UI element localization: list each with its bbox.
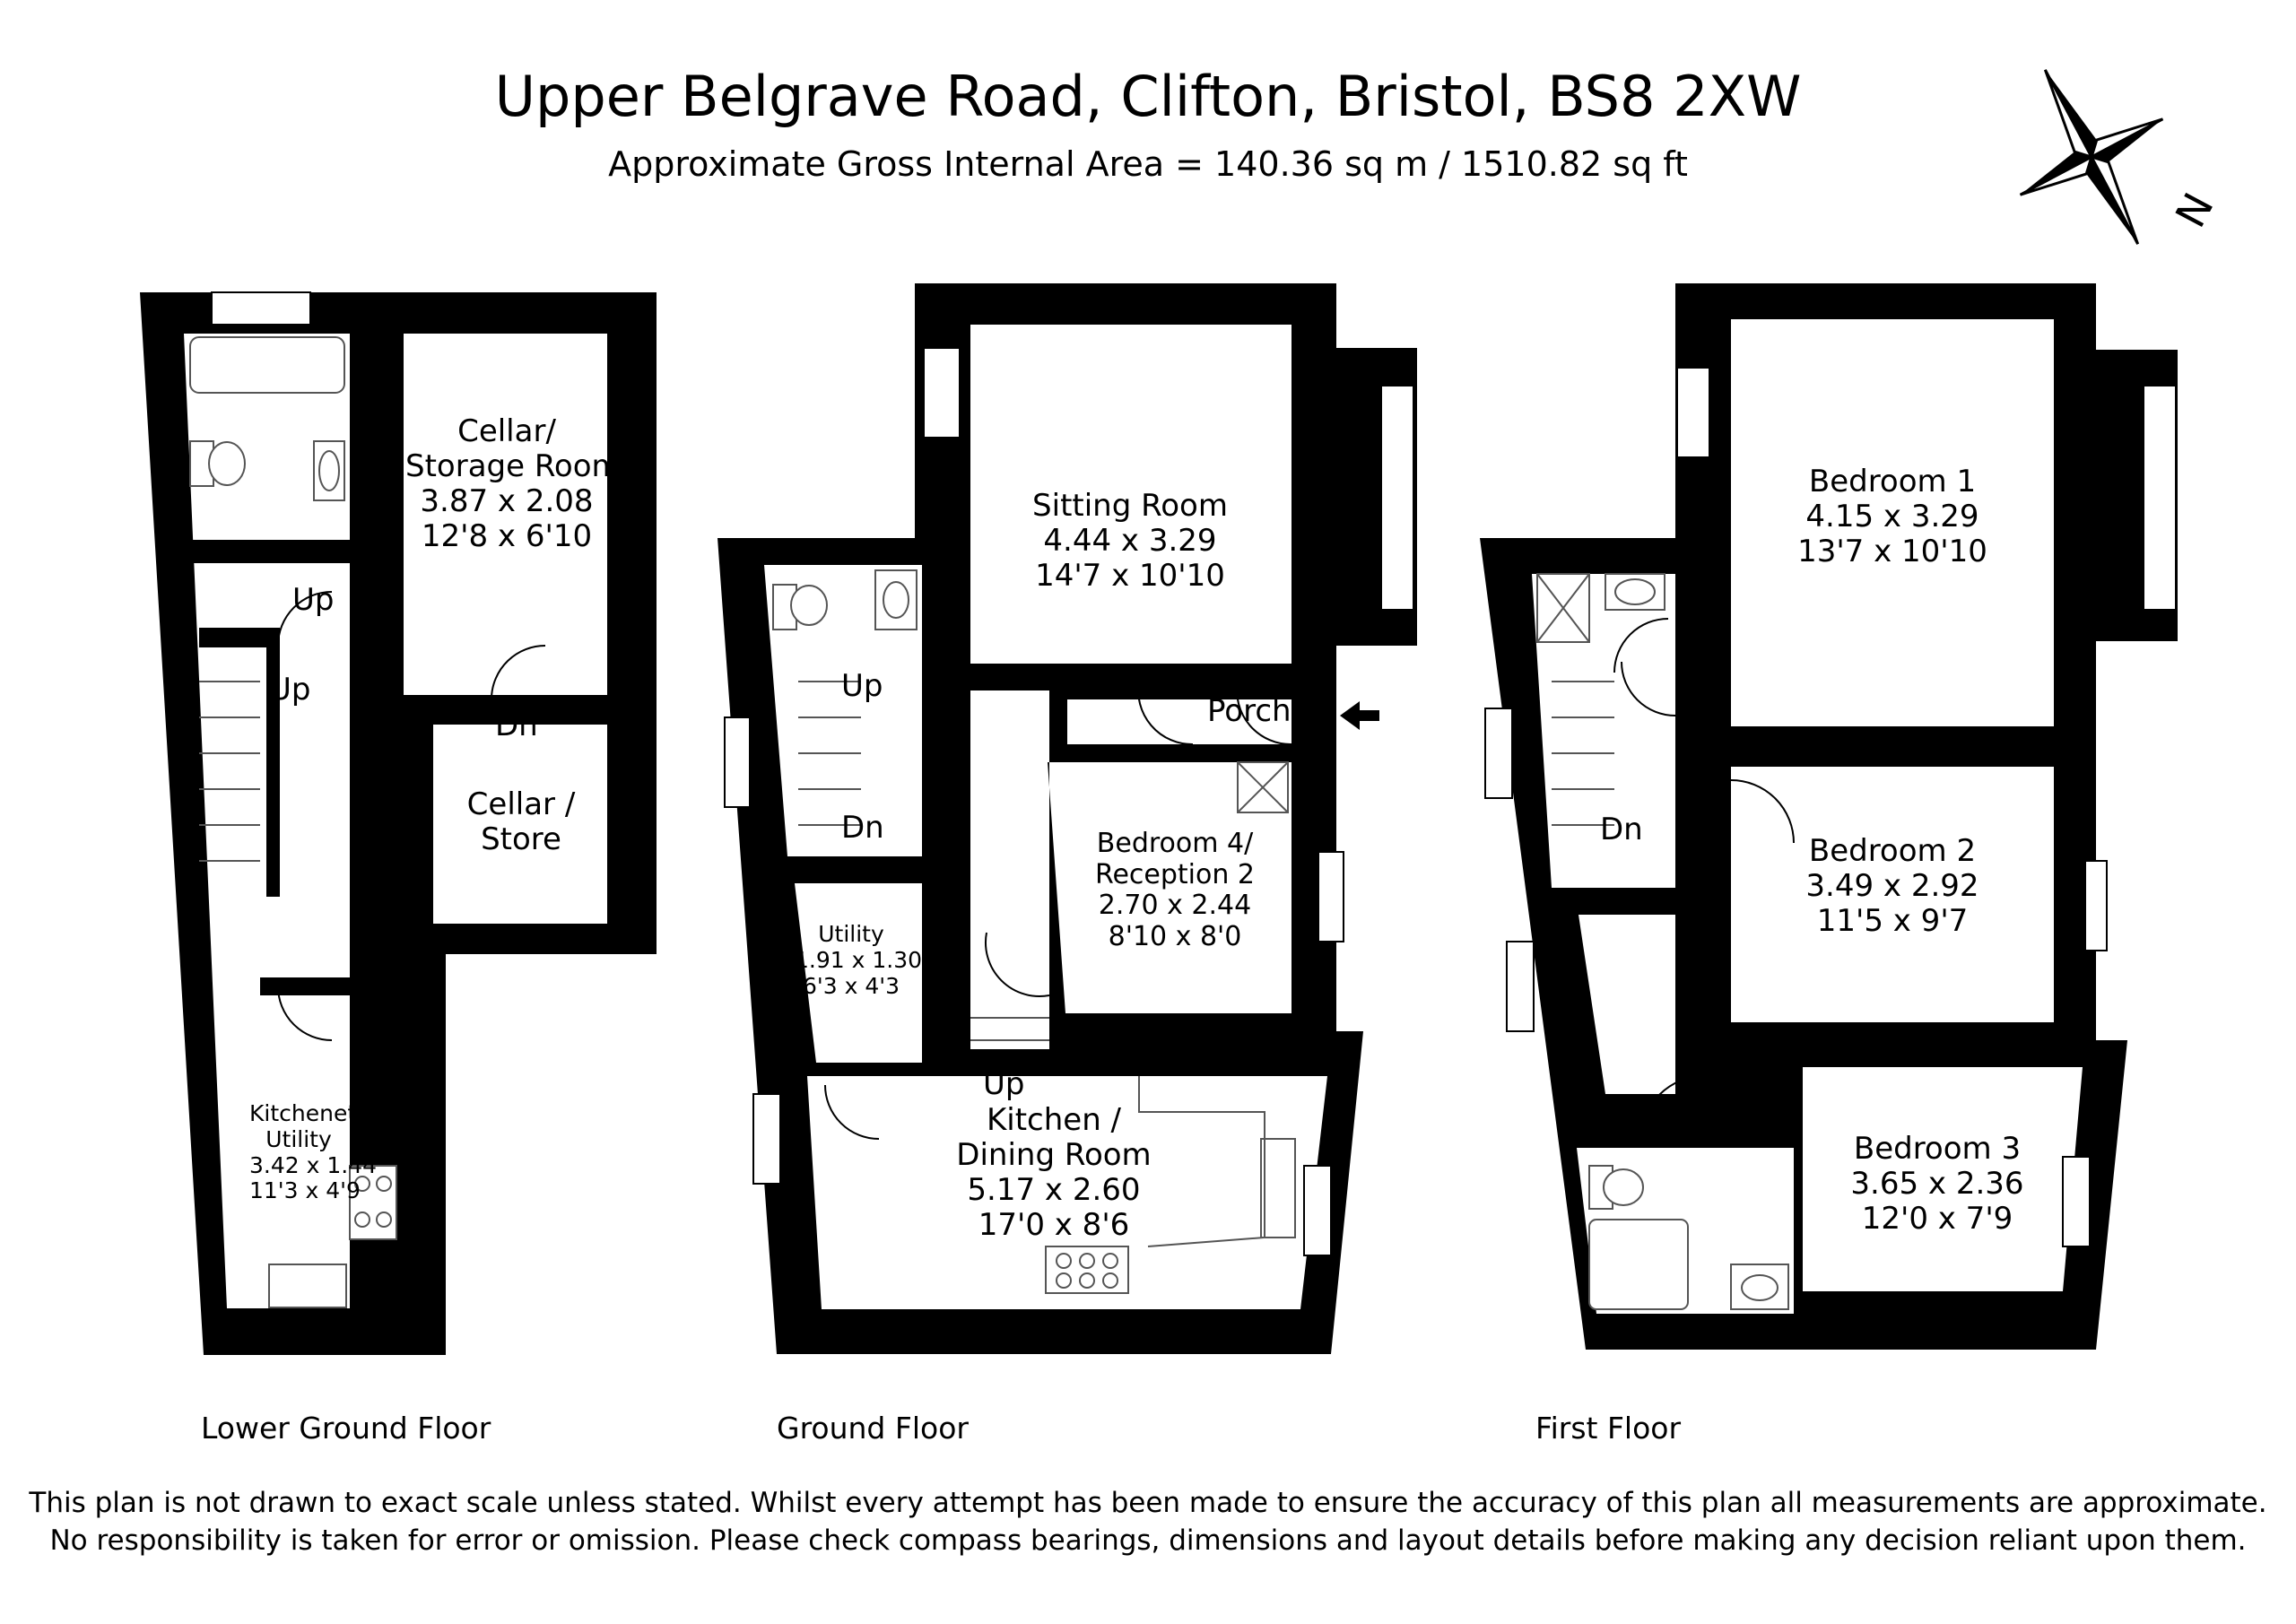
stair-up-label: Up xyxy=(269,672,311,708)
sink-fixture xyxy=(268,1264,347,1308)
disclaimer: This plan is not drawn to exact scale un… xyxy=(29,1487,2267,1557)
room-utility: Utility 1.91 x 1.30 6'3 x 4'3 xyxy=(795,921,923,999)
stair-up-label: Up xyxy=(841,668,883,704)
lg-wall-bath xyxy=(184,540,350,563)
ground-staircase xyxy=(798,681,1049,1041)
bath-fixture xyxy=(1588,1219,1689,1310)
window xyxy=(2084,860,2108,951)
stair-up-label: Up xyxy=(983,1066,1025,1102)
entrance-arrow xyxy=(1340,701,1379,730)
room-kitchen-dining: Kitchen / Dining Room 5.17 x 2.60 17'0 x… xyxy=(956,1102,1152,1244)
window xyxy=(1380,385,1414,611)
door xyxy=(1640,1075,1705,1140)
first-staircase xyxy=(1552,681,1614,826)
window xyxy=(2143,385,2177,611)
lg-wall-stair xyxy=(199,628,280,647)
floor-label-lower-ground: Lower Ground Floor xyxy=(201,1411,491,1446)
page-title: Upper Belgrave Road, Clifton, Bristol, B… xyxy=(494,64,1802,129)
lg-wall-kit xyxy=(260,977,350,995)
window xyxy=(1318,851,1344,942)
door xyxy=(1137,681,1194,746)
door xyxy=(1613,618,1669,673)
room-bedroom-1: Bedroom 1 4.15 x 3.29 13'7 x 10'10 xyxy=(1797,464,1987,570)
room-sitting: Sitting Room 4.44 x 3.29 14'7 x 10'10 xyxy=(1032,488,1228,595)
window xyxy=(211,291,311,326)
compass-icon xyxy=(2019,69,2164,245)
door xyxy=(277,591,333,647)
door xyxy=(1730,779,1795,844)
bath-fixture xyxy=(189,336,345,394)
door xyxy=(824,1084,880,1140)
floor-label-first: First Floor xyxy=(1535,1411,1682,1446)
sink-fixture xyxy=(1260,1138,1296,1238)
door xyxy=(1730,1084,1795,1149)
window xyxy=(1506,941,1535,1032)
stair-up-label: Up xyxy=(292,582,335,618)
room-cellar-storage: Cellar/ Storage Room 3.87 x 2.08 12'8 x … xyxy=(405,413,622,555)
room-porch: Porch xyxy=(1207,693,1292,729)
window xyxy=(1676,367,1710,458)
lg-staircase xyxy=(199,681,260,862)
room-bedroom-4: Bedroom 4/ Reception 2 2.70 x 2.44 8'10 … xyxy=(1094,828,1256,952)
window xyxy=(752,1093,781,1185)
window xyxy=(2062,1156,2091,1247)
door xyxy=(491,645,546,699)
window xyxy=(923,347,961,439)
floor-label-ground: Ground Floor xyxy=(777,1411,969,1446)
window xyxy=(724,716,751,808)
window xyxy=(1303,1165,1332,1256)
stair-dn-label: Dn xyxy=(495,708,538,743)
door xyxy=(277,986,333,1041)
door xyxy=(1236,681,1292,746)
stair-dn-label: Dn xyxy=(841,810,884,846)
lg-wall-stair2 xyxy=(266,628,280,897)
door xyxy=(984,932,1050,998)
area-subtitle: Approximate Gross Internal Area = 140.36… xyxy=(608,144,1688,184)
basin-fixture xyxy=(1730,1264,1789,1310)
wc-bowl xyxy=(208,441,246,486)
lower-ground-walls xyxy=(140,292,657,1355)
window xyxy=(1484,708,1513,799)
room-bedroom-2: Bedroom 2 3.49 x 2.92 11'5 x 9'7 xyxy=(1805,833,1979,940)
worktop xyxy=(1138,1076,1265,1247)
door xyxy=(1621,661,1676,716)
room-bedroom-3: Bedroom 3 3.65 x 2.36 12'0 x 7'9 xyxy=(1850,1131,2024,1238)
ground-walls xyxy=(718,283,1417,1354)
room-cellar-store: Cellar / Store xyxy=(466,786,576,858)
stair-dn-label: Dn xyxy=(1600,812,1643,847)
room-kitchenette: Kitchenette/ Utility 3.42 x 1.44 11'3 x … xyxy=(249,1100,387,1204)
first-walls xyxy=(1480,283,2178,1350)
